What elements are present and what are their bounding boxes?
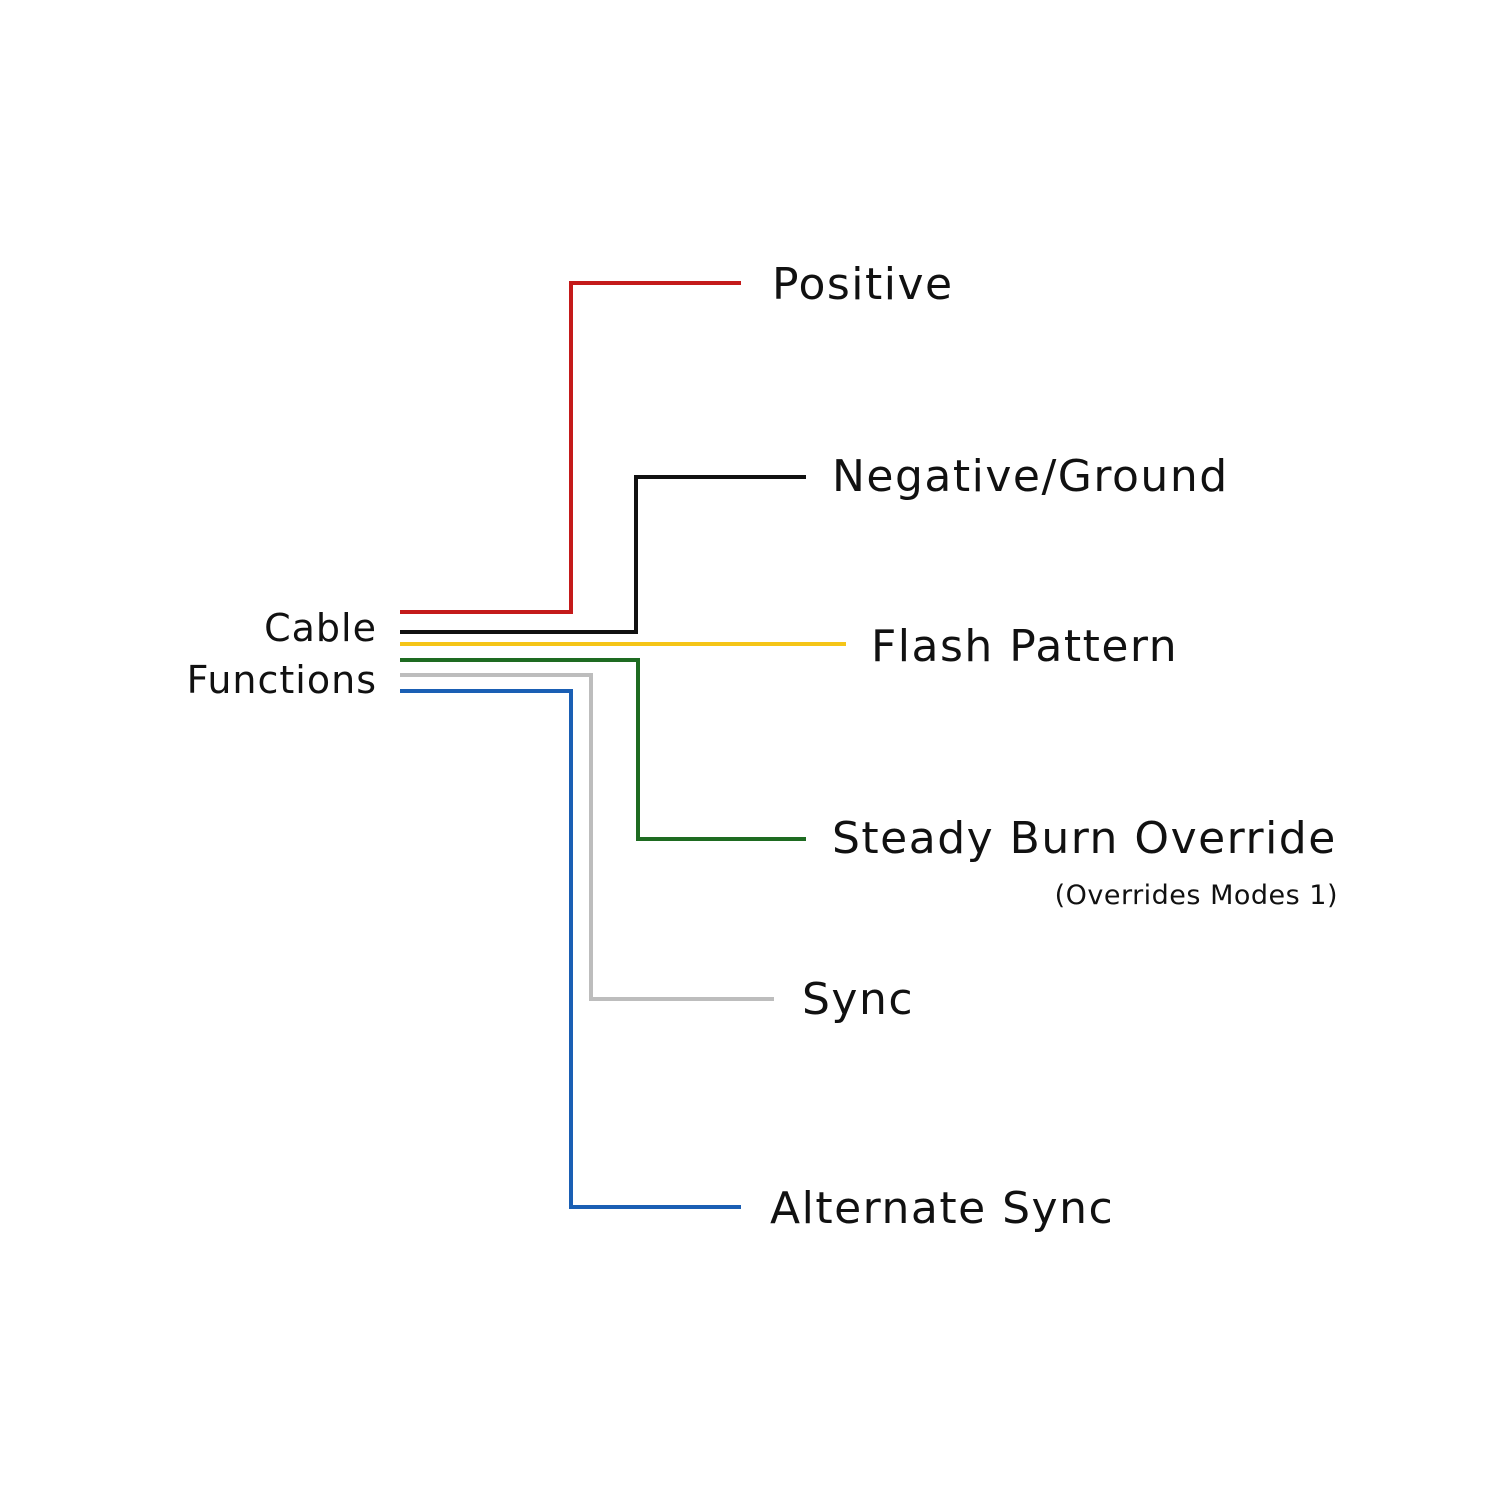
wire-alt-sync-line: [400, 689, 741, 1209]
label-steady-burn-override: Steady Burn Override: [832, 813, 1337, 864]
cable-title-line1: Cable: [264, 606, 377, 650]
wire-sync-line: [400, 673, 774, 1001]
label-positive: Positive: [772, 259, 954, 310]
label-flash-pattern: Flash Pattern: [871, 621, 1179, 672]
label-steady-burn-note: (Overrides Modes 1): [1054, 880, 1338, 911]
cable-functions-title: Cable Functions: [150, 602, 377, 706]
wire-positive-line: [400, 281, 741, 614]
wire-steady-line: [400, 658, 806, 841]
label-alternate-sync: Alternate Sync: [770, 1183, 1115, 1234]
label-sync: Sync: [802, 974, 915, 1025]
cable-title-line2: Functions: [186, 658, 377, 702]
wire-negative-line: [400, 475, 806, 634]
label-negative-ground: Negative/Ground: [832, 451, 1229, 502]
